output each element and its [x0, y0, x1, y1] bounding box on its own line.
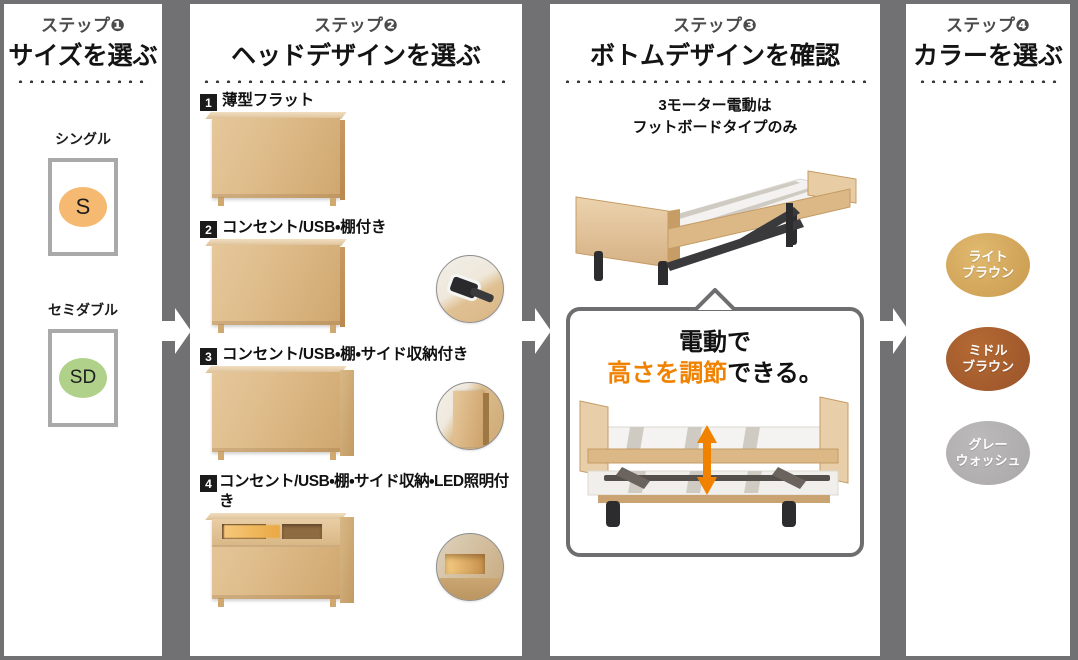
- callout-line-1: 電動で: [679, 328, 751, 356]
- color-gray-wash-line-1: グレー: [968, 437, 1008, 453]
- option-2-number-badge: 2: [200, 221, 217, 239]
- step-3-label: ステップ❸: [672, 16, 758, 35]
- step-3-note-line-1: 3モーター電動は: [658, 97, 772, 115]
- option-2-heading: 2 コンセント/USB・棚付き: [190, 218, 522, 239]
- color-swatch-gray-wash[interactable]: グレー ウォッシュ: [946, 421, 1030, 486]
- height-adjust-callout: 電動で 高さを調節できる。: [550, 287, 880, 565]
- step-2-divider: [201, 79, 511, 84]
- color-swatch-light-brown[interactable]: ライト ブラウン: [946, 233, 1030, 298]
- step-3-title: ボトムデザインを確認: [589, 42, 840, 70]
- headboard-shelf-image: [205, 239, 347, 334]
- step-panel-1: ステップ❶ サイズを選ぶ シングル S セミダブル SD: [4, 4, 162, 656]
- head-design-option-3[interactable]: 3 コンセント/USB・棚・サイド収納付き: [190, 345, 522, 464]
- option-3-images: [190, 366, 522, 464]
- option-4-images: [190, 512, 522, 615]
- option-1-label: 薄型フラット: [222, 92, 315, 110]
- option-4-label: コンセント/USB・棚・サイド収納・LED照明付き: [219, 473, 509, 511]
- option-1-heading: 1 薄型フラット: [190, 91, 522, 112]
- color-middle-brown-line-2: ブラウン: [961, 359, 1014, 375]
- step-1-title: サイズを選ぶ: [8, 42, 158, 70]
- head-design-option-4[interactable]: 4 コンセント/USB・棚・サイド収納・LED照明付き: [190, 472, 522, 615]
- option-2-label: コンセント/USB・棚付き: [222, 219, 387, 237]
- callout-line-2-tail: できる。: [727, 359, 823, 387]
- color-light-brown-line-1: ライト: [968, 249, 1008, 265]
- step-1-label: ステップ❶: [40, 16, 126, 35]
- connector-gap-2: [521, 0, 551, 660]
- option-3-number-badge: 3: [200, 348, 217, 366]
- step-4-divider: [917, 79, 1059, 84]
- led-light-detail-photo: [436, 532, 504, 601]
- bed-raised-image: [550, 145, 880, 299]
- arrow-right-icon-3: [879, 305, 909, 357]
- step-panel-2: ステップ❷ ヘッドデザインを選ぶ 1 薄型フラット 2: [190, 4, 522, 656]
- callout-box: 電動で 高さを調節できる。: [566, 306, 864, 557]
- head-design-option-1[interactable]: 1 薄型フラット: [190, 91, 522, 210]
- arrow-right-icon-2: [521, 305, 551, 357]
- callout-pointer-icon: [693, 287, 737, 312]
- option-1-number-badge: 1: [200, 94, 217, 112]
- step-panel-3: ステップ❸ ボトムデザインを確認 3モーター電動は フットボードタイプのみ: [550, 4, 880, 656]
- step-2-label: ステップ❷: [313, 16, 399, 35]
- size-semidouble-label: セミダブル: [48, 302, 118, 319]
- headboard-sidestorage-image: [205, 366, 354, 461]
- size-single-code: S: [59, 187, 107, 228]
- arrow-right-icon-1: [161, 305, 191, 357]
- step-2-title: ヘッドデザインを選ぶ: [230, 42, 481, 70]
- color-gray-wash-line-2: ウォッシュ: [955, 453, 1021, 469]
- size-semidouble-code: SD: [59, 358, 107, 399]
- color-light-brown-line-2: ブラウン: [961, 265, 1014, 281]
- callout-line-2: 高さを調節できる。: [570, 358, 860, 389]
- option-1-images: [190, 112, 522, 210]
- step-3-note: 3モーター電動は フットボードタイプのみ: [550, 95, 880, 139]
- option-4-number-badge: 4: [200, 475, 217, 493]
- connector-gap-1: [161, 0, 191, 660]
- color-swatch-middle-brown[interactable]: ミドル ブラウン: [946, 327, 1030, 392]
- size-option-single[interactable]: シングル S: [4, 129, 162, 257]
- size-semidouble-box: SD: [48, 329, 118, 428]
- step-4-title: カラーを選ぶ: [912, 42, 1063, 70]
- size-single-label: シングル: [55, 131, 111, 148]
- color-middle-brown-line-1: ミドル: [968, 343, 1008, 359]
- option-3-label: コンセント/USB・棚・サイド収納付き: [222, 346, 469, 364]
- head-design-option-2[interactable]: 2 コンセント/USB・棚付き: [190, 218, 522, 337]
- size-single-box: S: [48, 158, 118, 257]
- option-2-images: [190, 239, 522, 337]
- step-3-note-line-2: フットボードタイプのみ: [632, 119, 798, 136]
- option-4-heading: 4 コンセント/USB・棚・サイド収納・LED照明付き: [190, 472, 522, 512]
- option-3-heading: 3 コンセント/USB・棚・サイド収納付き: [190, 345, 522, 366]
- bed-lowered-image: [570, 391, 860, 541]
- callout-text: 電動で 高さを調節できる。: [570, 311, 860, 389]
- step-panel-4: ステップ❹ カラーを選ぶ ライト ブラウン ミドル ブラウン グレー ウォッシュ: [906, 4, 1070, 656]
- color-swatch-list: ライト ブラウン ミドル ブラウン グレー ウォッシュ: [906, 233, 1070, 486]
- usb-outlet-detail-photo: [436, 255, 504, 324]
- connector-gap-3: [879, 0, 909, 660]
- side-storage-detail-photo: [436, 382, 504, 451]
- headboard-led-image: [205, 512, 354, 607]
- size-option-semidouble[interactable]: セミダブル SD: [4, 300, 162, 428]
- step-4-label: ステップ❹: [945, 16, 1031, 35]
- step-1-divider: [15, 79, 151, 84]
- headboard-flat-image: [205, 112, 347, 207]
- step-3-divider: [562, 79, 868, 84]
- callout-highlight: 高さを調節: [607, 359, 728, 387]
